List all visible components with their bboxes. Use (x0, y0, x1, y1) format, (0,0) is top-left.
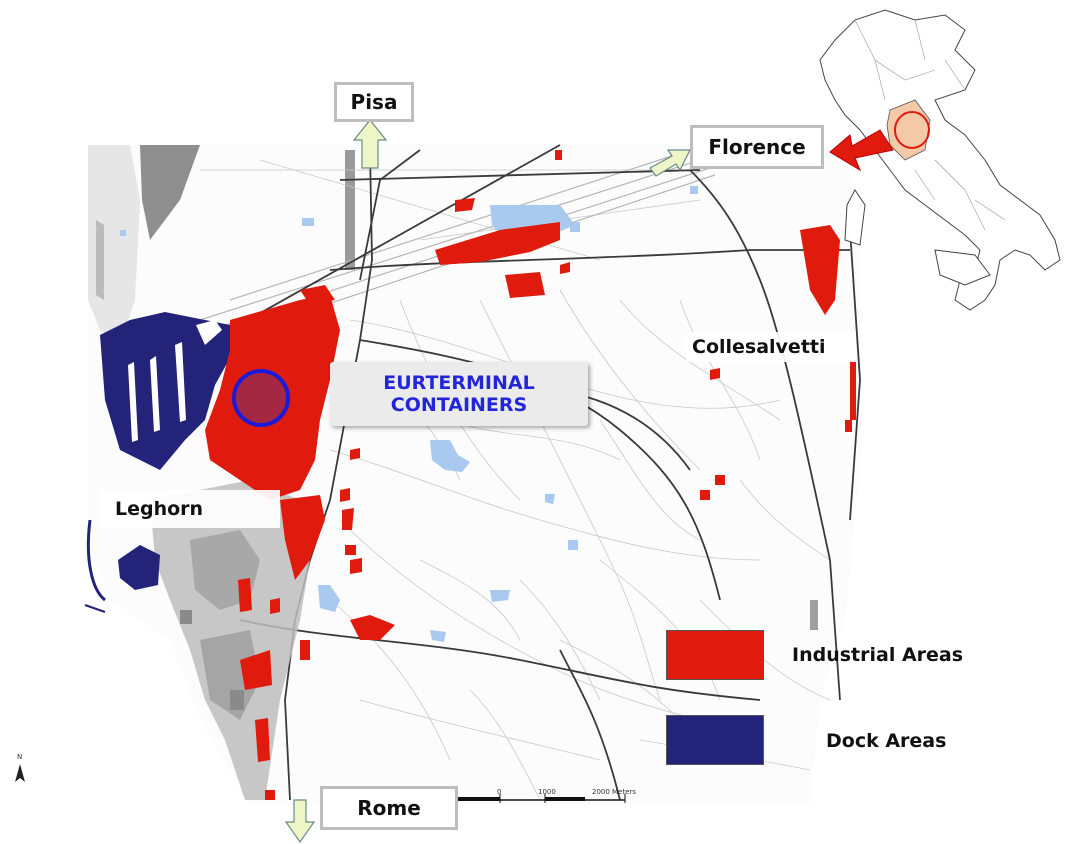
pisa-label-box: Pisa (334, 82, 414, 122)
florence-label-box: Florence (690, 125, 824, 169)
italy-inset-map (819, 9, 1061, 311)
dock-areas (84, 312, 240, 613)
leghorn-label-box (100, 490, 280, 528)
terminal-label-line2: CONTAINERS (390, 394, 528, 416)
legend-label-industrial: Industrial Areas (792, 644, 964, 666)
terminal-marker-icon (232, 369, 290, 427)
north-arrow-icon (15, 764, 25, 782)
scale-tick-1000: 1000 (538, 788, 556, 796)
florence-label: Florence (708, 135, 806, 159)
rome-label-box: Rome (320, 786, 458, 830)
legend-swatch-industrial (666, 630, 764, 680)
leghorn-label: Leghorn (115, 498, 204, 520)
collesalvetti-label-box (686, 332, 856, 362)
pisa-label: Pisa (350, 90, 398, 114)
industrial-areas (205, 150, 856, 800)
rome-label: Rome (357, 796, 421, 820)
scale-tick-0: 0 (497, 788, 502, 796)
north-label: N (17, 753, 23, 761)
red-pointer-arrow-icon (829, 129, 894, 172)
scale-tick-2000: 2000 (592, 788, 610, 796)
direction-arrow-icon (284, 119, 691, 844)
eurterminal-callout: EURTERMINAL CONTAINERS (330, 362, 588, 426)
scale-bar (454, 794, 626, 803)
scale-unit: Meters (612, 788, 636, 796)
terminal-label-line1: EURTERMINAL (383, 372, 535, 394)
legend-swatch-dock (666, 715, 764, 765)
coastal-grey-area (88, 145, 355, 345)
legend-label-dock: Dock Areas (826, 730, 947, 752)
collesalvetti-label: Collesalvetti (692, 336, 826, 358)
